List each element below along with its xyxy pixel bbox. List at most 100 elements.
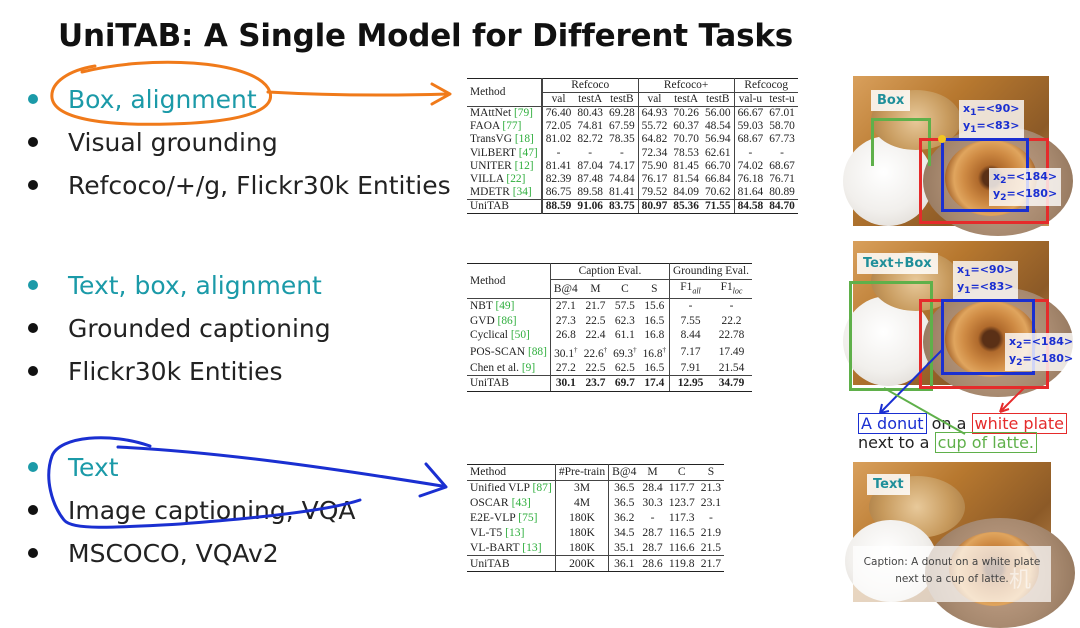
table-group-header: Refcoco+ [638,77,735,94]
value-cell: 28.7 [642,540,663,554]
value-cell: 12.95 [669,375,712,392]
value-cell: 82.72 [577,133,604,146]
value-cell: 21.3 [697,479,725,496]
table-group-header: Refcocog [734,77,798,94]
bullet-mscoco-vqav2: MSCOCO, VQAv2 [28,539,279,568]
value-cell: 55.72 [641,120,668,133]
table-header: B@4 [608,464,640,481]
table-subheader: val [647,93,662,106]
value-cell: 68.67 [737,133,764,146]
blue-loop [47,436,362,529]
value-cell: 80.97 [638,198,671,214]
table-subheader: testA [578,93,603,106]
value-cell: 17.4 [639,375,671,392]
plate-link [999,387,1025,413]
method-cell: VL-BART [13] [467,540,556,556]
table-header: Method [467,77,543,108]
bullet-dot [28,280,38,290]
blue-arrow [116,445,444,488]
bullet-text: Box, alignment [68,85,257,114]
cup-link [883,387,966,435]
blue-arrowhead [418,462,448,498]
value-cell: 116.6 [668,540,695,554]
method-cell: Unified VLP [87] [467,479,556,496]
value-cell: 22.4 [585,329,606,342]
value-cell: 16.8† [639,342,671,361]
value-cell: 62.5 [614,361,635,374]
orange-arrow [266,90,450,97]
bullet-dot [28,462,38,472]
value-cell: 59.03 [737,120,764,133]
value-cell: 22.78 [718,329,745,342]
annotation-overlay [47,60,1025,529]
phrase-donut: A donut [858,413,927,434]
value-cell: 78.53 [673,146,699,159]
bullet-text: Refcoco/+/g, Flickr30k Entities [68,171,451,200]
value-cell: 87.48 [577,172,604,185]
value-cell: 72.34 [641,146,668,159]
value-cell: 86.75 [545,185,572,198]
text-box-example-image: Text+Box x1=<90>y1=<83> x2=<184>y2=<180> [843,241,1078,397]
table-subheader: testB [606,92,639,107]
method-cell: MDETR [34] [467,185,543,200]
value-cell: 21.7 [580,297,611,314]
value-cell: 7.17 [680,345,701,358]
bullet-text: Grounded captioning [68,314,331,343]
orange-loop [50,60,272,126]
value-cell: 68.67 [769,159,795,172]
table-group-header: Caption Eval. [550,263,671,280]
table-subheader: F1all [680,280,701,295]
value-cell: 22.5 [585,314,606,327]
caption-text: next to a [858,433,930,452]
value-cell: 85.36 [670,198,702,214]
value-cell: 28.6 [639,555,666,573]
value-cell: 22.5 [585,361,606,374]
method-cell: ViLBERT [47] [467,146,543,160]
table-subheader: testB [701,92,735,107]
value-cell: 23.7 [580,375,611,392]
value-cell: 72.05 [545,120,572,133]
table-group-header: Refcoco [541,77,639,94]
value-cell: 180K [555,525,610,541]
value-cell: - [711,297,752,314]
value-cell: 30.1† [554,345,578,360]
caption-line: Caption: A donut on a white plate [863,556,1041,568]
table-header: C [665,464,698,481]
table-group-header: Grounding Eval. [669,263,752,280]
value-cell: 76.40 [541,106,575,121]
value-cell: 64.93 [638,106,671,121]
table-subheader: test-u [769,93,795,106]
method-cell: VL-T5 [13] [467,525,556,541]
donut-link [879,349,943,414]
value-cell: 30.3 [642,496,663,510]
value-cell: 8.44 [680,329,701,342]
table-subheader: S [639,279,671,299]
value-cell: 81.02 [545,133,572,146]
value-cell: 66.67 [734,106,767,121]
slide: UniTAB: A Single Model for Different Tas… [28,18,1078,628]
value-cell: 35.1 [614,540,635,554]
bullet-dot [28,366,38,376]
value-cell: 117.7 [665,479,698,496]
value-cell: 84.58 [734,198,767,214]
value-cell: 91.06 [574,198,607,214]
value-cell: 28.4 [639,479,666,496]
table-subheader: val-u [738,93,763,106]
value-cell: 21.7 [697,555,725,573]
value-cell: 89.58 [577,185,604,198]
method-cell: POS-SCAN [88] [467,342,551,361]
value-cell: 4M [555,495,610,511]
value-cell: 58.70 [769,120,795,133]
value-cell: 23.1 [700,496,722,510]
